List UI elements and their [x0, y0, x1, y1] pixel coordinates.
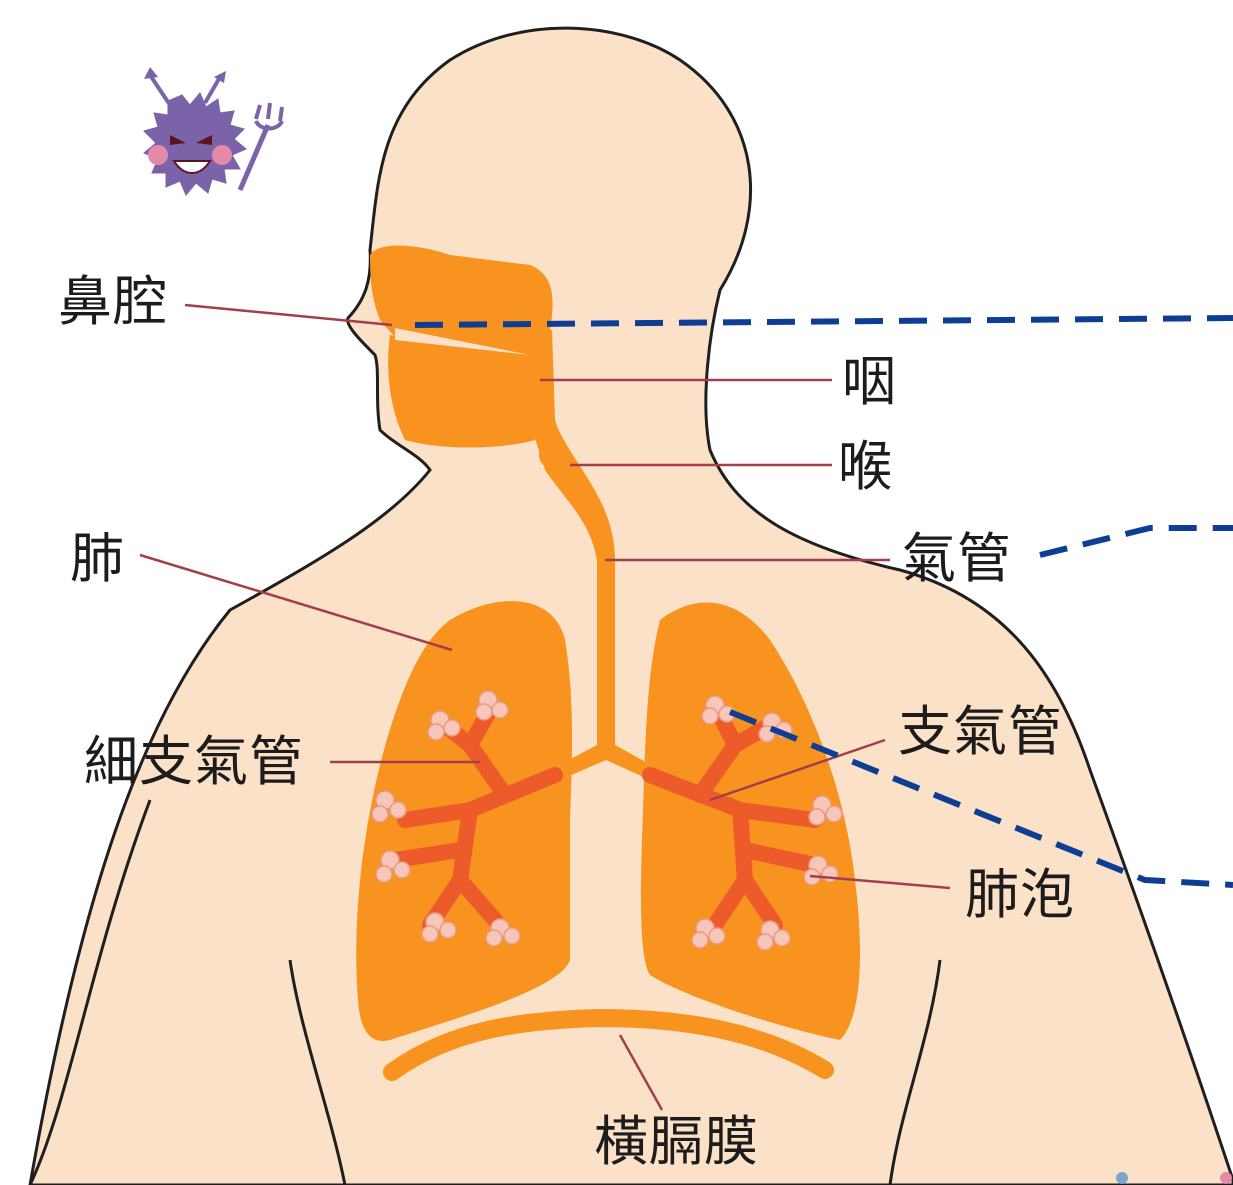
label-pharynx: 咽 [842, 355, 897, 409]
label-bronchus: 支氣管 [898, 705, 1063, 759]
label-trachea: 氣管 [902, 532, 1012, 586]
label-alveoli: 肺泡 [965, 868, 1075, 922]
label-nasal-cavity: 鼻腔 [58, 275, 168, 329]
virus-devil-icon [100, 65, 290, 225]
dashed-trachea [1040, 528, 1233, 555]
label-larynx: 喉 [838, 440, 893, 494]
label-diaphragm: 橫膈膜 [594, 1115, 759, 1169]
larynx-bump [539, 441, 567, 469]
corner-dot-blue [1116, 1172, 1128, 1184]
corner-dot-pink [1220, 1172, 1232, 1184]
label-lung: 肺 [70, 532, 125, 586]
label-bronchiole: 細支氣管 [84, 735, 304, 789]
